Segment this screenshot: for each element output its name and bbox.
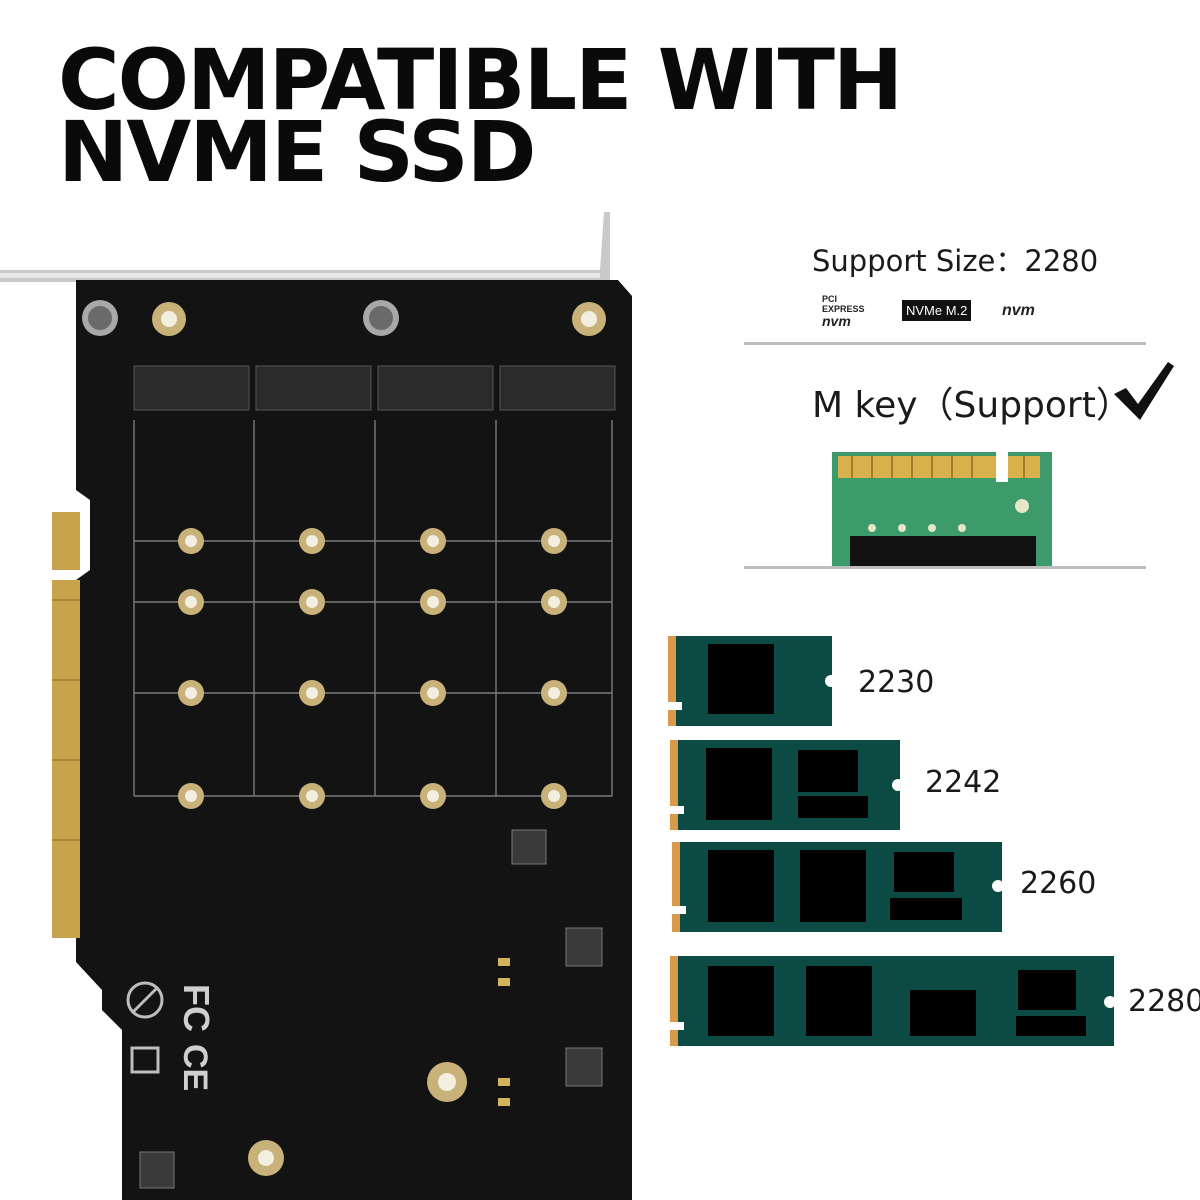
size-label-2230: 2230 <box>858 665 935 700</box>
size-label-2260: 2260 <box>1020 866 1097 901</box>
svg-text:CE: CE <box>176 1044 214 1091</box>
size-label-2242: 2242 <box>925 765 1002 800</box>
interface-logos: PCI EXPRESS nvm NVMe M.2 nvm <box>822 294 1062 330</box>
divider-top <box>744 342 1146 345</box>
divider-bottom <box>744 566 1146 569</box>
svg-text:FC: FC <box>176 984 217 1032</box>
ssd-2242-icon <box>670 740 902 830</box>
nvm-express-logo: nvm <box>1002 302 1035 319</box>
title-line-2: NVME SSD <box>58 103 536 201</box>
pci-express-nvm-logo: PCI EXPRESS nvm <box>822 294 865 328</box>
nvme-m2-logo: NVMe M.2 <box>902 300 972 321</box>
ssd-2260-icon <box>672 842 1004 932</box>
nvm-logo-text: nvm <box>822 313 851 329</box>
m-key-connector-image <box>832 452 1052 566</box>
ssd-2230-icon <box>668 636 834 726</box>
pci-logo-text: PCI <box>822 294 838 304</box>
title-line-1: COMPATIBLE WITH <box>58 31 903 129</box>
pci-express-logo-text: EXPRESS <box>822 304 865 314</box>
ssd-2280-icon <box>670 956 1116 1046</box>
size-label-2280: 2280 <box>1128 984 1200 1019</box>
page-title: COMPATIBLE WITH NVME SSD <box>58 31 903 201</box>
checkmark-icon <box>1114 362 1174 420</box>
support-size-text: Support Size：2280 <box>812 244 1099 278</box>
mkey-support-text: M key（Support） <box>812 385 1132 426</box>
